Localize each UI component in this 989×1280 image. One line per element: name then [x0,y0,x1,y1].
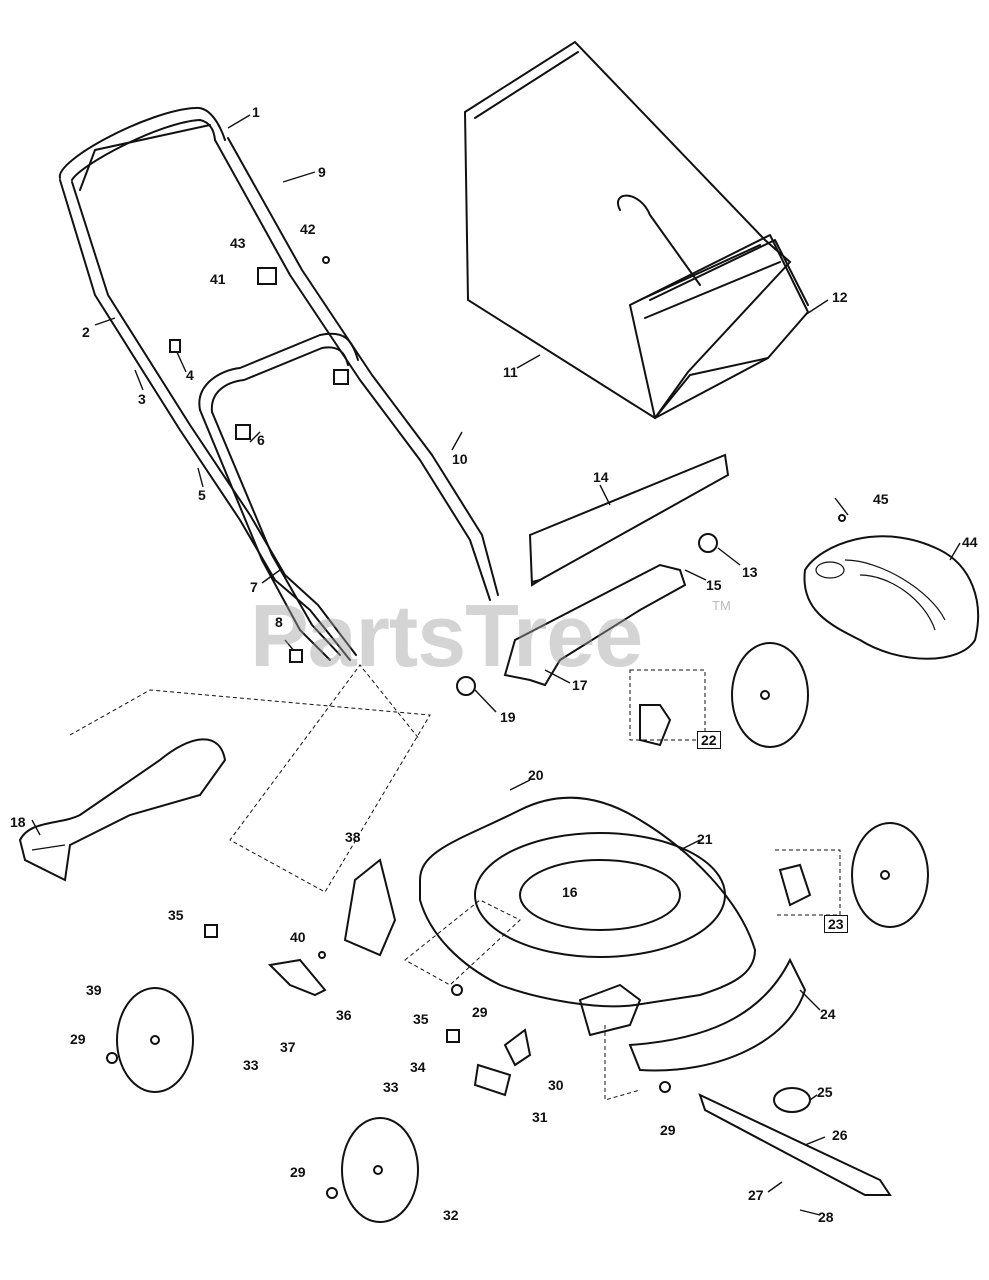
callout-15: 15 [706,577,722,593]
callout-6: 6 [257,432,265,448]
callout-26: 26 [832,1127,848,1143]
callout-32: 32 [443,1207,459,1223]
assembly-guide-skirt [604,1025,641,1101]
callout-20: 20 [528,767,544,783]
grass-bag [463,40,809,420]
callout-29-skirt: 29 [660,1122,676,1138]
leader-lines [31,114,961,1216]
watermark-trademark: TM [712,598,731,613]
callout-45: 45 [873,491,889,507]
callout-28: 28 [818,1209,834,1225]
callout-7: 7 [250,579,258,595]
callout-37: 37 [280,1039,296,1055]
callout-17: 17 [572,677,588,693]
height-adjust-bracket-36 [267,958,327,997]
callout-42: 42 [300,221,316,237]
callout-18: 18 [10,814,26,830]
engine-shroud [803,535,980,660]
callout-21: 21 [697,831,713,847]
lower-handle [198,332,359,661]
callout-43: 43 [230,235,246,251]
blade-adapter [773,1087,811,1113]
callout-9: 9 [318,164,326,180]
callout-34: 34 [410,1059,426,1075]
rear-flap [528,453,730,587]
detail-box-22 [629,669,706,741]
watermark: PartsTree [250,586,643,685]
callout-29-rear-left: 29 [70,1031,86,1047]
callout-29-front-left: 29 [290,1164,306,1180]
callout-2: 2 [82,324,90,340]
callout-41: 41 [210,271,226,287]
rear-baffle [503,563,687,687]
callout-14: 14 [593,469,609,485]
callout-44: 44 [962,534,978,550]
callout-33-rear: 33 [243,1057,259,1073]
upper-handle [58,106,499,661]
height-adjust-bracket-30 [503,1028,532,1067]
callout-35-rear: 35 [168,907,184,923]
callout-31: 31 [532,1109,548,1125]
blade [698,1093,892,1196]
bag-frame [649,239,809,306]
callout-13: 13 [742,564,758,580]
callout-30: 30 [548,1077,564,1093]
callout-11: 11 [503,364,518,380]
rear-skirt [628,957,807,1072]
wheel-rear-left [116,987,194,1093]
callout-12: 12 [832,289,848,305]
assembly-guide-deck [404,899,521,986]
callout-5: 5 [198,487,206,503]
callout-22: 22 [697,731,721,749]
wheel-rear-right [851,822,929,928]
callout-3: 3 [138,391,146,407]
callout-33-front: 33 [383,1079,399,1095]
callout-35-front: 35 [413,1011,429,1027]
callout-19: 19 [500,709,516,725]
callout-25: 25 [817,1084,833,1100]
detail-box-23 [775,849,841,916]
callout-40: 40 [290,929,306,945]
callout-24: 24 [820,1006,836,1022]
discharge-chute [18,738,227,882]
callout-38: 38 [345,829,361,845]
callout-36: 36 [336,1007,352,1023]
callout-4: 4 [186,367,194,383]
mower-deck [419,796,757,1036]
callout-29-deck: 29 [472,1004,488,1020]
callout-39: 39 [86,982,102,998]
callout-23: 23 [824,915,848,933]
spring-19 [456,676,476,696]
callout-1: 1 [252,104,260,120]
spring-13 [698,533,718,553]
assembly-guide-chute [69,664,431,893]
height-adjust-assembly-22 [639,704,672,747]
callout-16: 16 [562,884,578,900]
wheel-front-left [341,1117,419,1223]
callout-10: 10 [452,451,468,467]
callout-8: 8 [275,614,283,630]
wheel-front-right [731,642,809,748]
height-adjust-assembly-23 [778,863,812,907]
height-adjust-bracket-38 [343,858,397,957]
fasteners [106,256,846,1199]
bracket-31 [473,1063,512,1097]
callout-27: 27 [748,1187,764,1203]
